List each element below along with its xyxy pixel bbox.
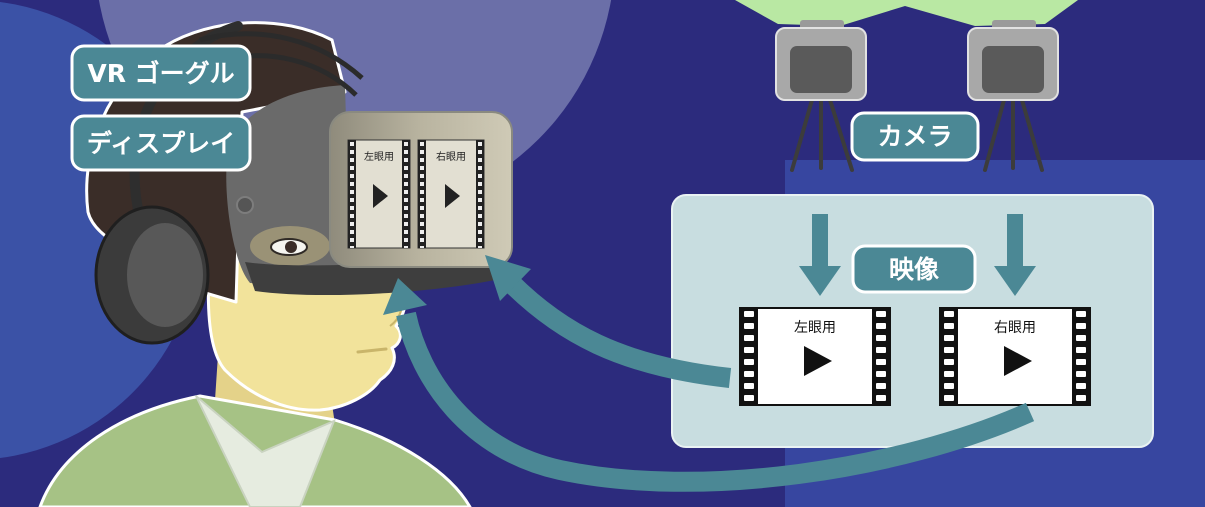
film-strip-left: [740, 308, 758, 405]
camera-right-icon: [968, 20, 1058, 100]
film-frame-caption: 右眼用: [994, 320, 1036, 336]
camera-label-text: カメラ: [877, 122, 952, 151]
headphone-cup-inner: [127, 223, 203, 327]
video-label: 映像: [853, 246, 975, 292]
film-strip-left: [348, 140, 356, 248]
camera-label: カメラ: [852, 113, 978, 160]
film-strip-left: [940, 308, 958, 405]
goggle-frame-right-eye: 右眼用: [418, 140, 484, 248]
vr-goggles-label: VR ゴーグル: [72, 46, 250, 100]
film-frame-caption: 右眼用: [436, 150, 466, 163]
film-strip-right: [1072, 308, 1090, 405]
goggle-logo-icon: [237, 197, 253, 213]
display-label: ディスプレイ: [72, 116, 250, 170]
eye-pupil: [285, 241, 297, 253]
video-label-text: 映像: [889, 255, 939, 284]
film-frame-caption: 左眼用: [794, 320, 836, 336]
film-frame-right-eye: 右眼用: [940, 308, 1090, 405]
film-strip-left: [418, 140, 426, 248]
film-strip-right: [872, 308, 890, 405]
camera-left-icon: [776, 20, 866, 100]
goggle-frame-left-eye: 左眼用: [348, 140, 410, 248]
film-strip-right: [402, 140, 410, 248]
film-strip-right: [476, 140, 484, 248]
film-frame-caption: 左眼用: [364, 150, 394, 163]
display-label-text: ディスプレイ: [87, 129, 235, 158]
vr-goggles-label-text: VR ゴーグル: [87, 59, 234, 88]
film-frame-left-eye: 左眼用: [740, 308, 890, 405]
